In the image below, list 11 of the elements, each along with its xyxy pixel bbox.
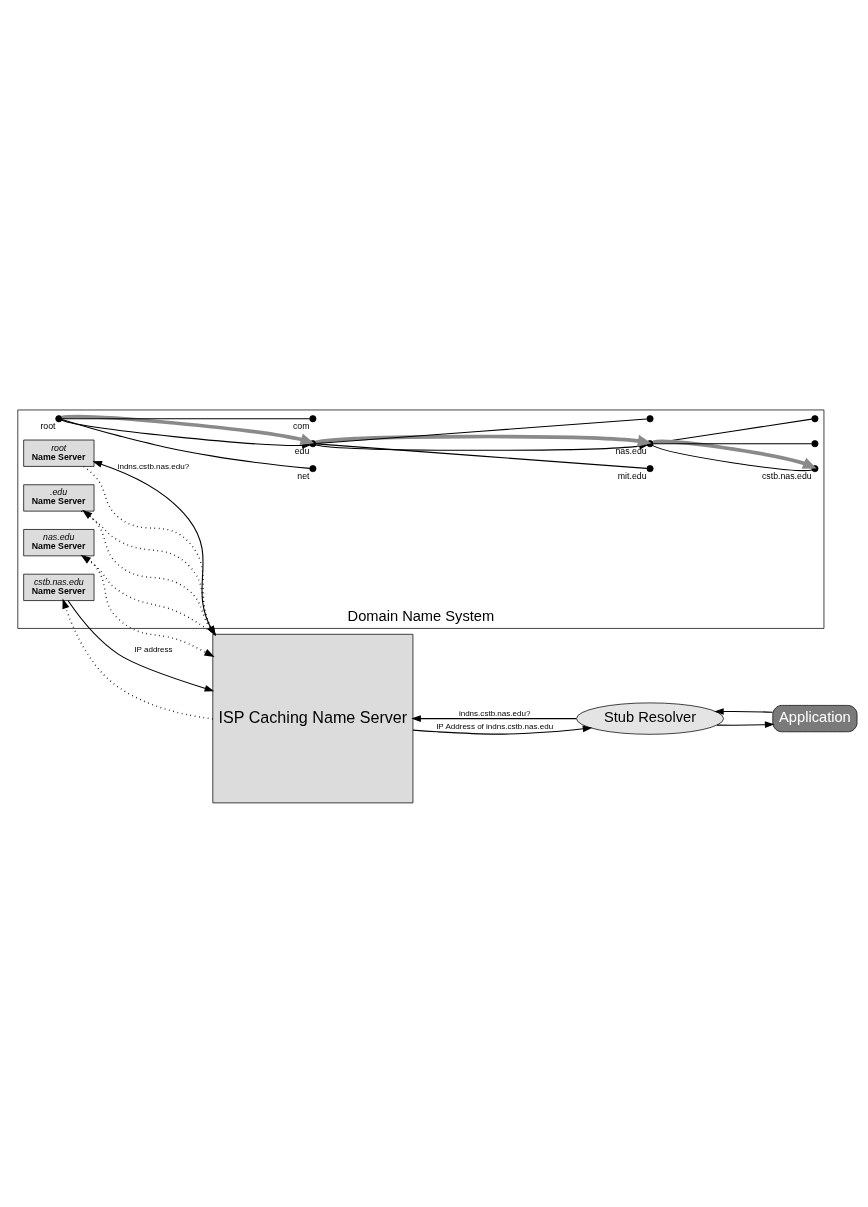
- node-label: edu: [294, 445, 309, 456]
- edge-label: IP address: [133, 644, 173, 654]
- node-label: nas.edu: [614, 445, 647, 456]
- node-label: com: [292, 420, 310, 431]
- node-label: mit.edu: [617, 470, 647, 481]
- edge-label: indns.cstb.nas.edu?: [117, 462, 189, 472]
- edge-label: indns.cstb.nas.edu?: [458, 709, 530, 719]
- node-label: net: [296, 470, 310, 481]
- node-label: cstb.nas.edu: [761, 470, 812, 481]
- node-label: root: [39, 420, 56, 431]
- edge-label: IP Address of indns.cstb.nas.edu: [435, 722, 553, 732]
